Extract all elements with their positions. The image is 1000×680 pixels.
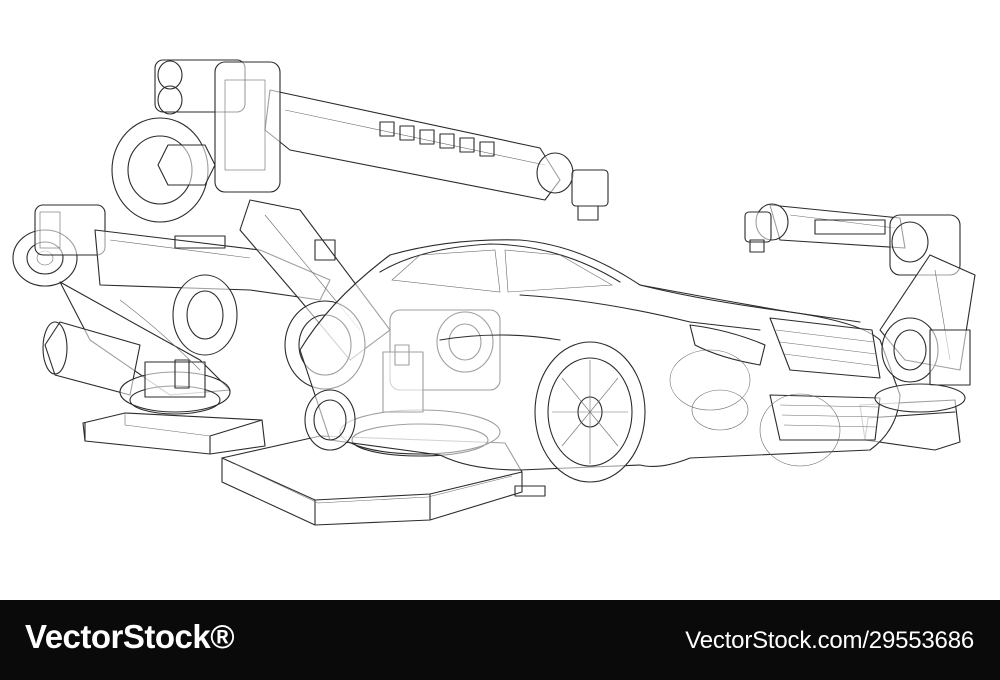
left-back-platform [82,412,266,455]
right-robot-arm [744,203,976,413]
watermark-brand-logo: VectorStock® [25,618,235,655]
watermark-image-id: VectorStock.com/29553686 [685,627,974,654]
wireframe-car-robot-arms-illustration [12,59,976,526]
sports-car-wireframe [299,239,901,483]
left-robot-arm [12,204,331,415]
watermark-footer-bar [0,600,1000,680]
